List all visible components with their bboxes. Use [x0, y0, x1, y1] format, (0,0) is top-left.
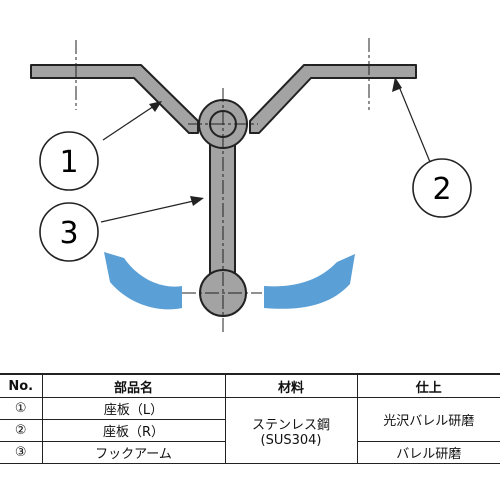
material-grade: (SUS304)	[260, 432, 322, 448]
svg-text:3: 3	[59, 216, 78, 251]
table-row: ③ フックアーム バレル研磨	[0, 441, 500, 464]
callout-3: 3	[39, 202, 99, 262]
seat-plate-right	[249, 64, 417, 134]
callout-2: 2	[412, 158, 472, 218]
rotate-left-arrow-icon	[104, 252, 182, 310]
row-no: ②	[0, 419, 42, 442]
hinge-hook-diagram: 1 2 3	[30, 38, 472, 332]
leader-arrowheads	[149, 77, 402, 206]
finish-barrel: バレル研磨	[356, 441, 500, 464]
leader-lines	[100, 83, 431, 223]
header-material: 材料	[224, 373, 357, 398]
rotate-right-arrow-icon	[264, 254, 355, 309]
row-no: ①	[0, 397, 42, 420]
parts-table: No. 部品名 材料 仕上 ① 座板（L） ステンレス鋼 (SUS304) 光沢…	[0, 373, 500, 464]
svg-text:2: 2	[432, 172, 451, 207]
header-no: No.	[0, 373, 42, 398]
callout-1: 1	[39, 131, 99, 191]
row-no: ③	[0, 441, 42, 464]
table-row: ① 座板（L） ステンレス鋼 (SUS304) 光沢バレル研磨	[0, 397, 500, 464]
table-header-row: No. 部品名 材料 仕上	[0, 373, 500, 398]
header-finish: 仕上	[356, 373, 500, 398]
svg-text:1: 1	[59, 145, 78, 180]
material-cell: ステンレス鋼 (SUS304)	[224, 397, 357, 464]
row-part-name: 座板（L）	[41, 397, 225, 420]
table-row: ② 座板（R）	[0, 419, 500, 442]
row-part-name: フックアーム	[41, 441, 225, 464]
material-name: ステンレス鋼	[251, 417, 330, 433]
finish-polished-barrel: 光沢バレル研磨	[356, 397, 500, 442]
row-part-name: 座板（R）	[41, 419, 225, 442]
header-part-name: 部品名	[41, 373, 225, 398]
seat-plate-left	[30, 64, 199, 134]
centerlines	[75, 38, 370, 332]
